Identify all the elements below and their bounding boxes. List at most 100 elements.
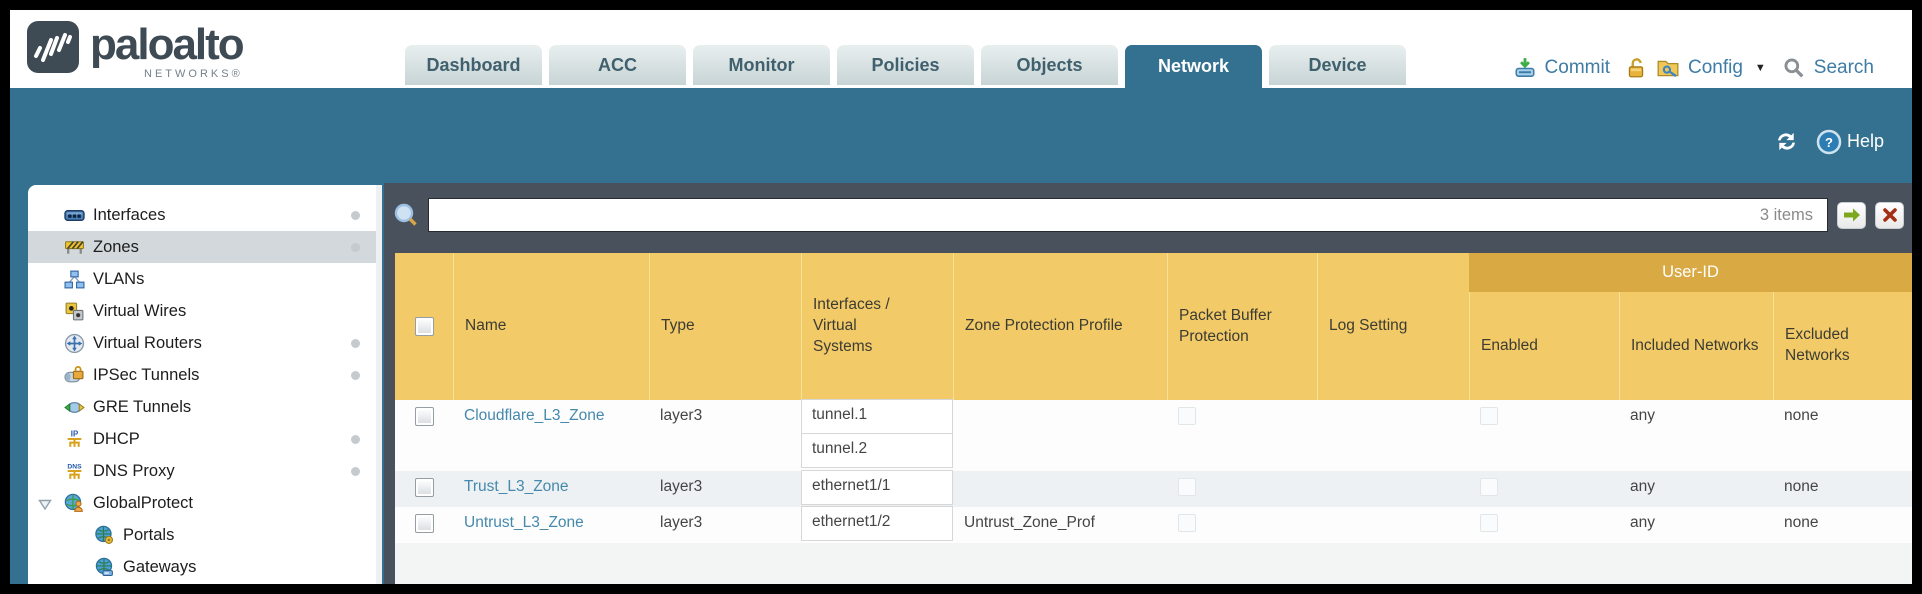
config-icon[interactable] xyxy=(1656,56,1680,80)
user-id-enabled-checkbox[interactable] xyxy=(1480,514,1498,532)
packet-buffer-protection-checkbox[interactable] xyxy=(1178,407,1196,425)
column-header-log-setting[interactable]: Log Setting xyxy=(1317,253,1469,400)
tab-acc[interactable]: ACC xyxy=(549,45,686,85)
lock-icon[interactable] xyxy=(1624,56,1648,80)
expander-down-icon[interactable] xyxy=(38,497,52,511)
column-header-label: Zone Protection Profile xyxy=(965,317,1123,335)
packet-buffer-protection-checkbox[interactable] xyxy=(1178,514,1196,532)
column-header-interfaces-virtual-systems[interactable]: Interfaces / Virtual Systems xyxy=(801,253,953,400)
row-checkbox[interactable] xyxy=(414,478,434,497)
tab-policies[interactable]: Policies xyxy=(837,45,974,85)
sidebar-item-globalprotect[interactable]: GlobalProtect xyxy=(28,487,376,519)
select-all-checkbox[interactable] xyxy=(414,317,434,336)
column-header-packet-buffer-protection[interactable]: Packet Buffer Protection xyxy=(1167,253,1317,400)
zone-interfaces: ethernet1/2 xyxy=(801,506,953,543)
sidebar-item-label: IPSec Tunnels xyxy=(93,365,200,384)
zone-type: layer3 xyxy=(660,478,703,495)
header-checkbox-cell xyxy=(395,253,453,400)
filter-search-icon xyxy=(392,202,419,229)
dns-proxy-icon: DNS xyxy=(64,461,85,482)
commit-button[interactable]: Commit xyxy=(1544,57,1610,78)
tab-network[interactable]: Network xyxy=(1125,45,1262,88)
svg-text:?: ? xyxy=(1825,135,1833,150)
column-header-enabled[interactable]: Enabled xyxy=(1469,292,1619,400)
status-dot xyxy=(351,243,360,252)
filter-input[interactable]: 3 items xyxy=(428,198,1828,232)
gre-tunnels-icon xyxy=(64,397,85,418)
sidebar-item-label: GRE Tunnels xyxy=(93,397,192,416)
interfaces-icon xyxy=(64,205,85,226)
sidebar-item-label: VLANs xyxy=(93,269,145,288)
column-header-zone-protection-profile[interactable]: Zone Protection Profile xyxy=(953,253,1167,400)
sidebar-item-virtual-wires[interactable]: Virtual Wires xyxy=(28,295,376,327)
tab-monitor[interactable]: Monitor xyxy=(693,45,830,85)
status-dot xyxy=(351,211,360,220)
column-header-type[interactable]: Type xyxy=(649,253,801,400)
user-id-enabled-checkbox[interactable] xyxy=(1480,478,1498,496)
sidebar-item-label: Zones xyxy=(93,237,139,256)
sidebar-item-label: Virtual Routers xyxy=(93,333,202,352)
sidebar-item-interfaces[interactable]: Interfaces xyxy=(28,199,376,231)
config-button[interactable]: Config xyxy=(1687,57,1743,78)
paloalto-logo-icon xyxy=(26,20,80,74)
refresh-icon[interactable] xyxy=(1773,128,1800,155)
status-dot xyxy=(351,467,360,476)
zone-interfaces: ethernet1/1 xyxy=(801,470,953,507)
sidebar-item-gre-tunnels[interactable]: GRE Tunnels xyxy=(28,391,376,423)
gateways-icon xyxy=(94,557,115,578)
column-header-name[interactable]: Name xyxy=(453,253,649,400)
row-checkbox[interactable] xyxy=(414,407,434,426)
row-checkbox[interactable] xyxy=(414,514,434,533)
status-dot xyxy=(351,435,360,444)
apply-filter-button[interactable] xyxy=(1837,201,1866,229)
tab-objects[interactable]: Objects xyxy=(981,45,1118,85)
column-header-included-networks[interactable]: Included Networks xyxy=(1619,292,1773,400)
sidebar-item-vlans[interactable]: VLANs xyxy=(28,263,376,295)
items-count: 3 items xyxy=(1759,205,1813,224)
zone-protection-profile: Untrust_Zone_Prof xyxy=(964,514,1095,531)
interface-cell: ethernet1/1 xyxy=(801,470,953,505)
search-button[interactable]: Search xyxy=(1813,57,1874,78)
sidebar-item-gateways[interactable]: Gateways xyxy=(28,551,376,583)
brand-subtitle: NETWORKS® xyxy=(144,68,243,80)
table-empty-area xyxy=(395,543,1912,584)
filter-bar: 3 items xyxy=(392,197,1904,233)
sidebar-item-virtual-routers[interactable]: Virtual Routers xyxy=(28,327,376,359)
zone-name-link[interactable]: Trust_L3_Zone xyxy=(464,478,569,495)
config-caret-icon[interactable]: ▼ xyxy=(1754,62,1766,74)
column-header-label: Log Setting xyxy=(1329,317,1408,335)
zone-name-link[interactable]: Untrust_L3_Zone xyxy=(464,514,584,531)
clear-filter-button[interactable] xyxy=(1875,201,1904,229)
virtual-routers-icon xyxy=(64,333,85,354)
log-setting xyxy=(1317,507,1469,543)
included-networks: any xyxy=(1630,407,1655,424)
column-header-label: Name xyxy=(465,317,507,335)
tab-device[interactable]: Device xyxy=(1269,45,1406,85)
column-header-label: Included Networks xyxy=(1631,336,1759,354)
sidebar-item-zones[interactable]: Zones xyxy=(28,231,376,263)
dhcp-icon: IP xyxy=(64,429,85,450)
tab-dashboard[interactable]: Dashboard xyxy=(405,45,542,85)
help-control[interactable]: ? Help xyxy=(1816,129,1884,155)
column-header-excluded-networks[interactable]: Excluded Networks xyxy=(1773,292,1912,400)
sidebar-item-ipsec-tunnels[interactable]: IPSec Tunnels xyxy=(28,359,376,391)
commit-icon[interactable] xyxy=(1513,56,1537,80)
status-dot xyxy=(351,339,360,348)
user-id-enabled-checkbox[interactable] xyxy=(1480,407,1498,425)
search-icon[interactable] xyxy=(1782,56,1806,80)
sidebar-item-portals[interactable]: Portals xyxy=(28,519,376,551)
zone-name-link[interactable]: Cloudflare_L3_Zone xyxy=(464,407,605,424)
log-setting xyxy=(1317,471,1469,507)
packet-buffer-protection-checkbox[interactable] xyxy=(1178,478,1196,496)
help-icon: ? xyxy=(1816,129,1842,154)
